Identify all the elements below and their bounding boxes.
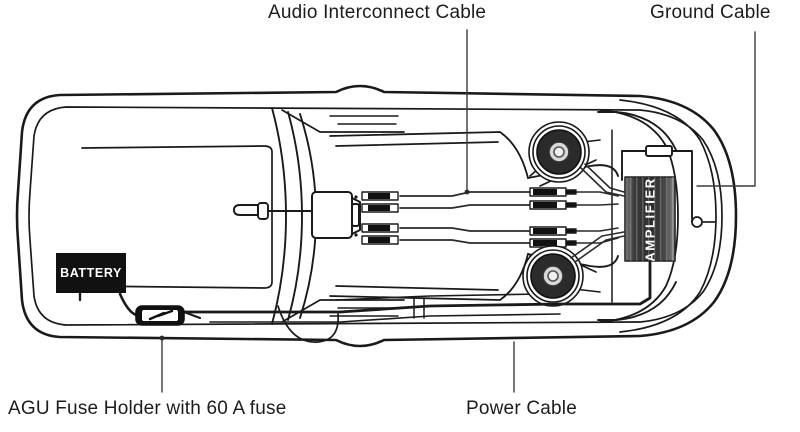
rca-connectors-amplifier xyxy=(529,187,577,248)
power-cable-run xyxy=(182,260,652,314)
power-cable-stub-to-fuse xyxy=(182,310,202,320)
chassis-ground-point xyxy=(691,215,703,228)
rear-deck-line xyxy=(599,109,679,323)
leader-audio-interconnect xyxy=(464,29,470,195)
speaker-rear xyxy=(522,245,584,307)
windshield xyxy=(271,107,317,325)
head-unit-radio xyxy=(311,191,361,239)
label-power-cable: Power Cable xyxy=(466,398,577,419)
battery-to-fuse-lead xyxy=(118,292,138,317)
speaker-wire-rear xyxy=(570,231,625,263)
label-ground-cable: Ground Cable xyxy=(650,2,771,23)
amplifier-fuse-loop xyxy=(621,145,693,217)
leader-agu-fuse xyxy=(159,335,165,393)
wheel-arch xyxy=(277,305,339,343)
antenna-stub xyxy=(233,202,313,220)
rca-interconnect-bundle xyxy=(399,191,531,244)
a-pillar-right xyxy=(281,299,405,323)
amplifier-label: AMPLIFIER xyxy=(642,177,658,261)
a-pillar-left xyxy=(281,109,405,133)
trunk-outline xyxy=(527,111,677,321)
hood-panel xyxy=(81,145,273,289)
label-audio-interconnect-cable: Audio Interconnect Cable xyxy=(268,2,487,23)
cabin-roof-panel xyxy=(329,131,529,301)
speaker-wire-front xyxy=(580,163,625,197)
car-body-inner-line xyxy=(28,106,723,326)
rca-connectors-head-unit xyxy=(361,191,399,245)
interconnect-to-amp xyxy=(575,191,619,244)
car-body-outline xyxy=(15,84,738,348)
agu-fuse-holder xyxy=(135,305,185,326)
label-agu-fuse-holder: AGU Fuse Holder with 60 A fuse xyxy=(8,398,287,419)
battery-label: BATTERY xyxy=(60,266,122,280)
battery-box xyxy=(56,253,126,293)
leader-ground-cable xyxy=(696,31,756,187)
speaker-front xyxy=(528,121,590,183)
rear-bumper-line xyxy=(619,99,717,333)
lightning-bolt-icon xyxy=(148,309,174,321)
amplifier-box xyxy=(624,176,676,262)
